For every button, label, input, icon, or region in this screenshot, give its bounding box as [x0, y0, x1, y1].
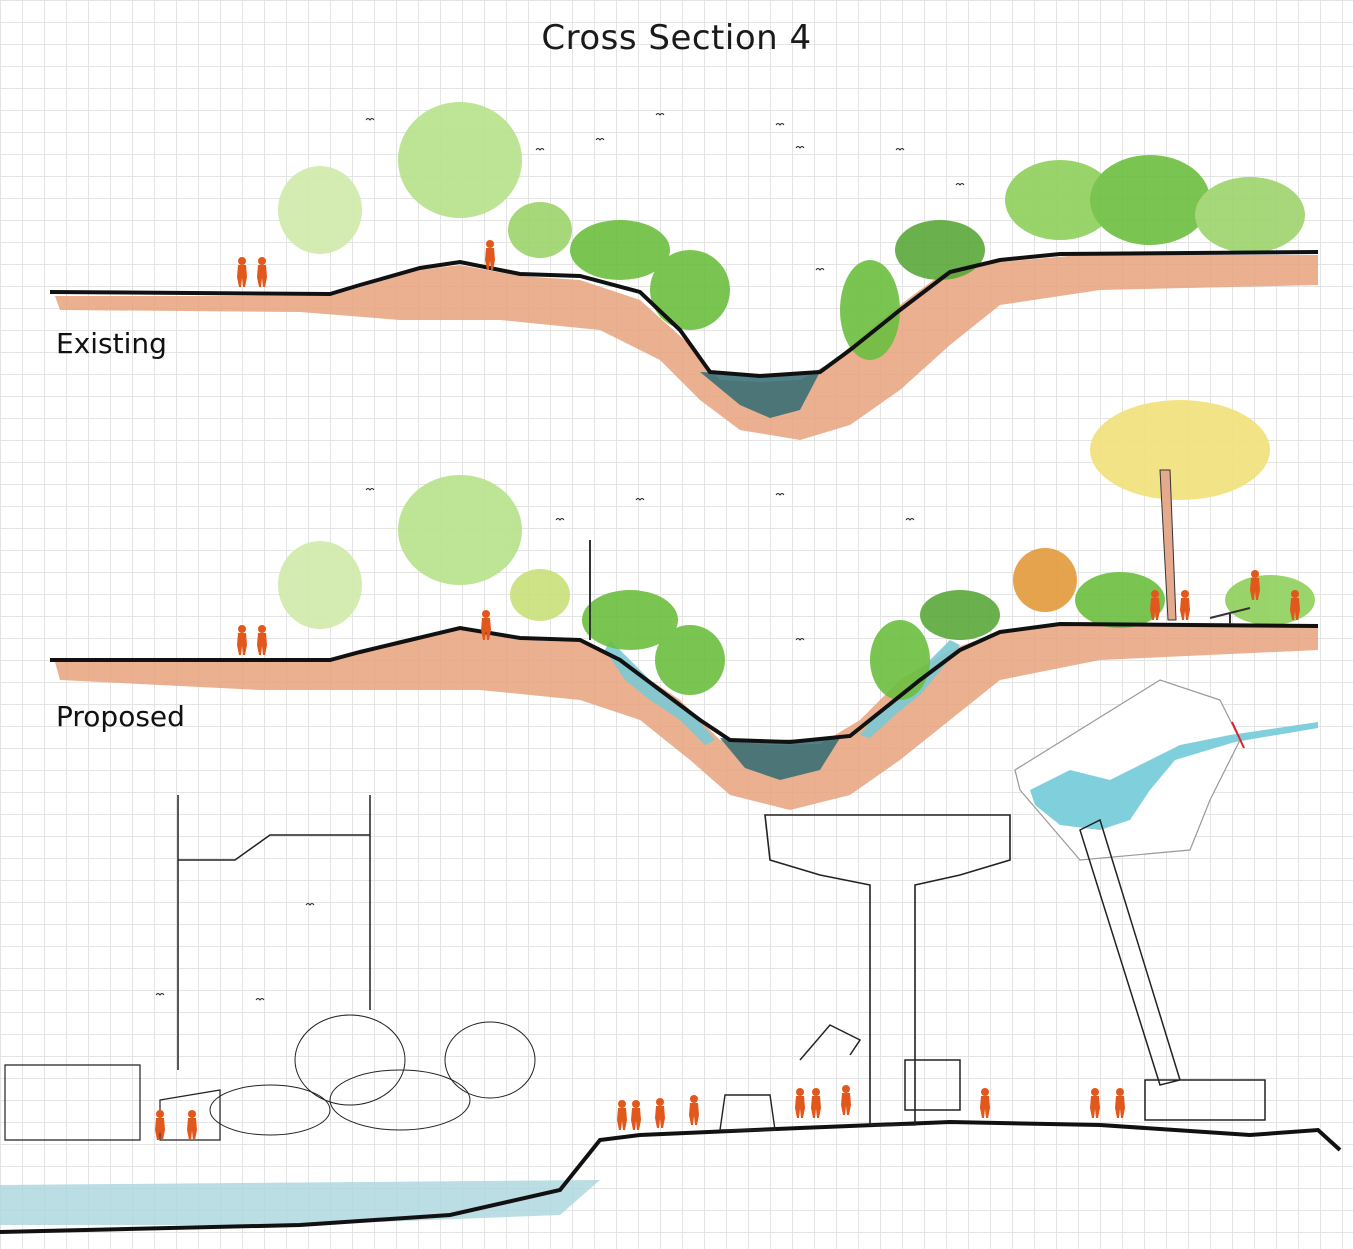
sketch-person: [1090, 1088, 1100, 1118]
existing-person: [485, 240, 495, 270]
sketch-person: [1115, 1088, 1125, 1118]
existing-water-channel: [700, 372, 820, 418]
sketch-trees: [209, 1014, 536, 1136]
existing-section-label: Existing: [56, 327, 167, 360]
sketch-ground-line: [0, 1119, 1342, 1234]
proposed-person: [1180, 590, 1190, 620]
proposed-person: [257, 625, 267, 655]
existing-person: [257, 257, 267, 287]
sketch-person: [689, 1095, 699, 1125]
sketch-car: [719, 1094, 776, 1131]
sketch-person: [811, 1088, 821, 1118]
proposed-terraced-wetland-left: [605, 640, 715, 745]
proposed-person: [237, 625, 247, 655]
sketch-crane: [1079, 818, 1266, 1121]
existing-person: [237, 257, 247, 287]
sketch-tower-building: [177, 795, 371, 1070]
proposed-section-label: Proposed: [56, 700, 185, 733]
sketch-person: [187, 1110, 197, 1140]
proposed-vegetation: [278, 400, 1315, 700]
seesaw: [1209, 607, 1251, 624]
existing-soil-body: [55, 255, 1318, 440]
sketch-metro-viaduct: [764, 814, 1011, 1126]
key-plan-section-cut: [1231, 721, 1245, 749]
proposed-water-channel: [720, 738, 840, 780]
proposed-tree-trunk: [1159, 469, 1177, 621]
sketch-person: [631, 1100, 641, 1130]
sketch-person: [655, 1098, 665, 1128]
perspective-sketch: [0, 795, 1342, 1234]
key-plan-site-outline: [1014, 679, 1241, 861]
key-plan-water-body: [1030, 722, 1318, 830]
existing-section: [49, 102, 1319, 440]
existing-ground-line: [49, 250, 1319, 379]
sketch-person: [980, 1088, 990, 1118]
existing-vegetation: [278, 102, 1305, 360]
key-plan: [1014, 679, 1318, 861]
sketch-excavator: [799, 1024, 961, 1111]
proposed-section: [50, 400, 1319, 810]
sketch-person: [795, 1088, 805, 1118]
sketch-person: [617, 1100, 627, 1130]
proposed-ground-line: [50, 621, 1319, 745]
drawing-title: Cross Section 4: [541, 18, 812, 58]
sketch-person: [841, 1085, 851, 1115]
